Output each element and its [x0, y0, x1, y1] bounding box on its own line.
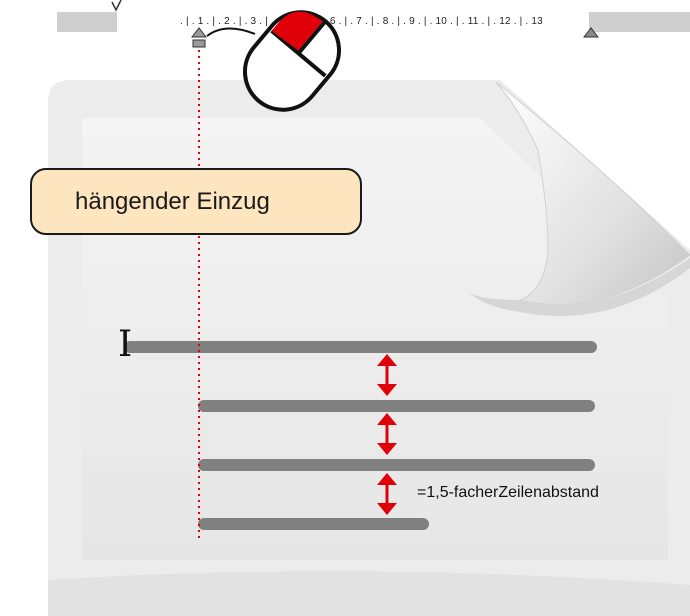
page-bottom-shade	[48, 571, 690, 616]
hanging-indent-text: hängender Einzug	[75, 187, 270, 215]
mouse-cable	[206, 27, 256, 37]
double-arrow-icon	[377, 354, 397, 396]
ruler[interactable]: . | . 1 . | . 2 . | . 3 . | . 4 . | . 5 …	[57, 12, 690, 32]
line-spacing-label: =1,5-facherZeilenabstand	[417, 484, 599, 501]
text-cursor-icon: I	[118, 324, 133, 365]
hanging-indent-label: hängender Einzug	[30, 168, 362, 235]
double-arrow-icon	[377, 413, 397, 455]
right-indent-marker-icon[interactable]	[582, 27, 600, 38]
indent-marker-icon[interactable]	[190, 27, 208, 48]
mouse-icon	[243, 10, 341, 112]
page-curl-shadow	[467, 258, 690, 317]
double-arrow-icon	[377, 473, 397, 515]
check-icon	[111, 0, 122, 12]
